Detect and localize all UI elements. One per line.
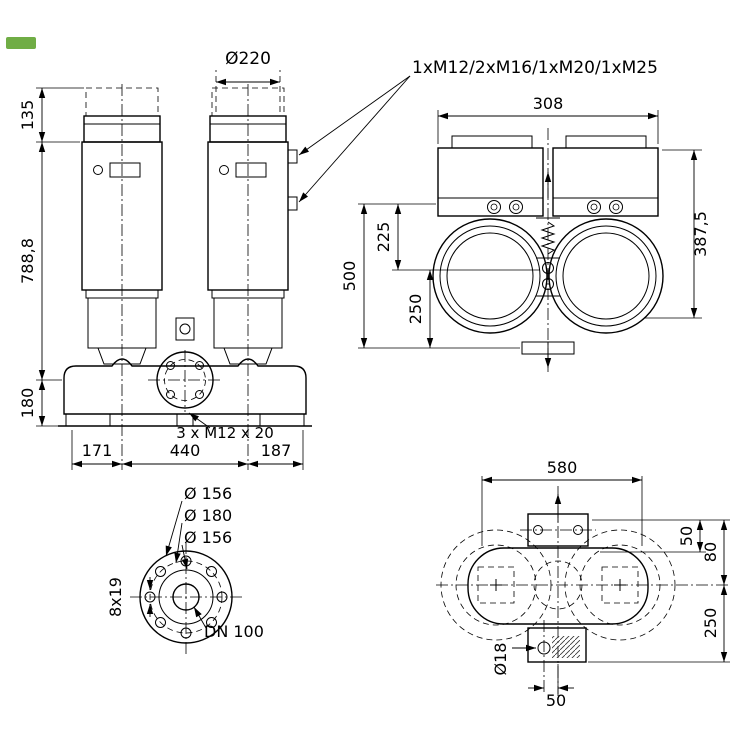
- cable-gland: [287, 196, 298, 211]
- cable-gland: [509, 200, 523, 214]
- bolt-hole: [206, 566, 217, 577]
- bolt-circle: [149, 560, 223, 634]
- cable-gland: [587, 200, 601, 214]
- side-view-pump-body: [432, 128, 664, 372]
- dim-side-height-lower: 250: [406, 294, 425, 325]
- pump-housing: [63, 358, 307, 415]
- motor-lantern: [223, 347, 273, 365]
- dim-nominal-diameter: DN 100: [204, 622, 264, 641]
- dim-hole-diameter: Ø18: [491, 643, 510, 676]
- electronic-module: [552, 147, 659, 217]
- dim-width-center: 440: [170, 441, 201, 460]
- dim-side-width: 308: [533, 94, 564, 113]
- front-view: Ø220 135 788,8 180 171 440: [18, 49, 658, 470]
- bolt-hole: [155, 566, 166, 577]
- bolt-hole: [216, 591, 228, 603]
- dim-width-left: 171: [82, 441, 113, 460]
- motor-lantern: [97, 347, 147, 365]
- fan-guard-mesh: [562, 232, 650, 320]
- dim-height-total: 788,8: [18, 238, 37, 284]
- module-outline-dashed: [601, 566, 639, 604]
- dim-height-base: 180: [18, 388, 37, 419]
- flange-geometry: [130, 542, 242, 654]
- vent-valve: [175, 317, 195, 341]
- valve-symbol: [542, 278, 554, 290]
- plug-hatching: [552, 636, 580, 658]
- dim-offset-upper: 50: [677, 526, 696, 546]
- bolt-hole: [533, 525, 543, 535]
- motor-outline-dashed: [564, 529, 676, 641]
- module-button: [219, 165, 229, 175]
- dim-offset-lower: 250: [701, 608, 720, 639]
- dim-width-right: 187: [261, 441, 292, 460]
- flange-face-circle: [158, 569, 214, 625]
- top-view-pump-body: [436, 486, 730, 696]
- dim-motor-diameter: Ø220: [225, 49, 271, 69]
- bolt-hole: [144, 591, 156, 603]
- dim-side-height-left: 500: [340, 261, 359, 292]
- dim-top-width: 580: [547, 458, 578, 477]
- brand-logo: [6, 37, 36, 49]
- dim-bolt-holes: 8x19: [106, 577, 125, 617]
- module-button: [93, 165, 103, 175]
- top-view-dimensions: 580 50 80 250 Ø18 50: [481, 458, 730, 710]
- spring-symbol: [540, 221, 556, 255]
- bolt-hole: [573, 525, 583, 535]
- cable-gland: [487, 200, 501, 214]
- module-display: [235, 162, 267, 178]
- pump-housing-outline: [467, 547, 649, 625]
- valve-symbol: [542, 262, 554, 274]
- flange-dimensions: Ø 156 Ø 180 Ø 156 8x19 DN 100: [106, 484, 264, 641]
- motor-fan-guard: [548, 218, 664, 334]
- bolt-hole: [180, 627, 192, 639]
- module-display: [109, 162, 141, 178]
- cable-gland: [287, 149, 298, 164]
- dim-height-top: 135: [18, 100, 37, 131]
- flange-detail-view: Ø 156 Ø 180 Ø 156 8x19 DN 100: [106, 484, 264, 654]
- dim-flange-inner: Ø 156: [184, 528, 232, 547]
- fan-guard-mesh: [446, 232, 534, 320]
- dim-flange-outer: Ø 156: [184, 484, 232, 503]
- motor-fan-guard: [432, 218, 548, 334]
- dim-bolt-circle: Ø 180: [184, 506, 232, 525]
- top-view: 580 50 80 250 Ø18 50: [436, 458, 730, 710]
- dim-side-height-upper: 225: [374, 222, 393, 253]
- side-view-dimensions: 308 387,5 500 225 250: [340, 94, 710, 349]
- dim-offset-bottom: 50: [546, 691, 566, 710]
- screws-annotation: 3 x M12 x 20: [176, 424, 274, 442]
- bolt-hole: [206, 617, 217, 628]
- motor-outline-dashed: [440, 529, 552, 641]
- cable-gland-annotation: 1xM12/2xM16/1xM20/1xM25: [412, 58, 658, 78]
- side-view: 308 387,5 500 225 250: [340, 94, 710, 372]
- module-outline-dashed: [477, 566, 515, 604]
- dim-side-height-right: 387,5: [691, 211, 710, 257]
- port-flange-edge: [521, 341, 575, 355]
- foot: [65, 413, 111, 427]
- flange-bore: [172, 583, 200, 611]
- cable-gland: [609, 200, 623, 214]
- bolt-hole: [155, 617, 166, 628]
- dim-offset-outer: 80: [701, 542, 720, 562]
- front-view-pump-body: [58, 84, 312, 470]
- front-view-dimensions: Ø220 135 788,8 180 171 440: [18, 49, 658, 470]
- flange-outer-circle: [139, 550, 233, 644]
- electronic-module: [437, 147, 544, 217]
